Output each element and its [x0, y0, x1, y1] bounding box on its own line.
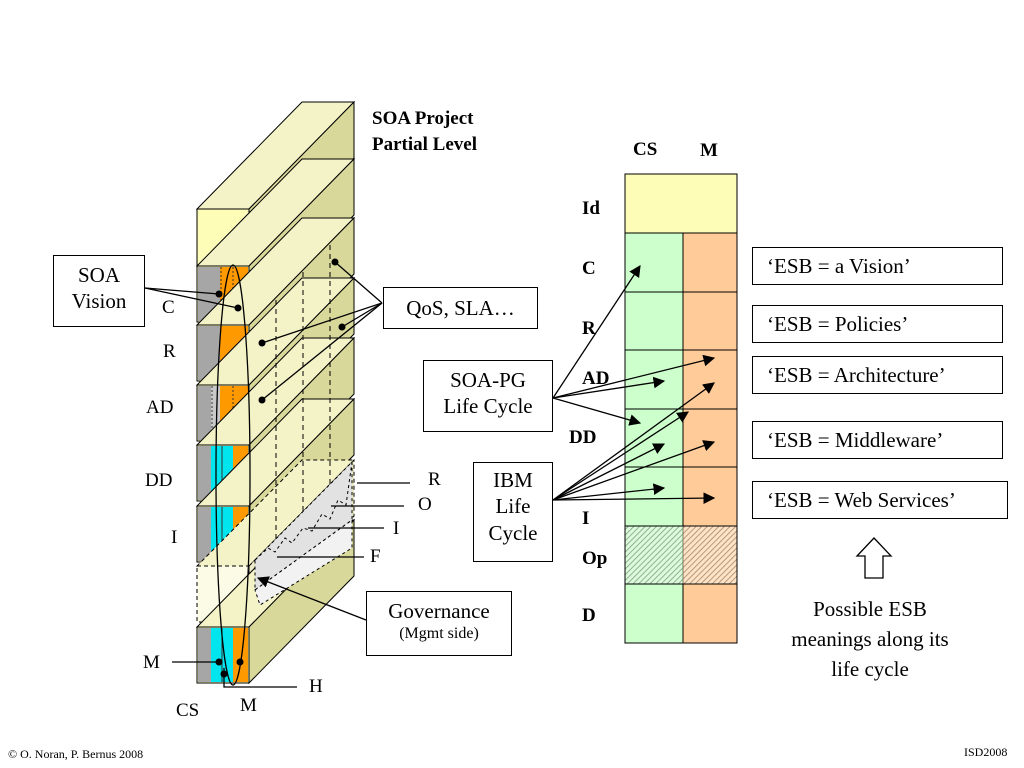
- left-phase-ad: AD: [146, 397, 174, 418]
- esb-web-services-box: ‘ESB = Web Services’: [752, 481, 1008, 519]
- axis-h-label: H: [309, 676, 323, 697]
- footer-conference: ISD2008: [964, 745, 1008, 759]
- axis-m-label: M: [143, 652, 160, 673]
- grid-header-cs: CS: [633, 139, 658, 160]
- left-phase-c: C: [162, 297, 175, 318]
- grid-m-column: [682, 232, 738, 527]
- footer-copyright: © O. Noran, P. Bernus 2008: [8, 747, 144, 761]
- up-arrow-icon: [855, 537, 893, 579]
- grid-row-c: C: [582, 258, 596, 279]
- possible-esb-line2: meanings along its: [791, 627, 949, 651]
- ibm-line3: Cycle: [488, 520, 538, 545]
- grid-cs-column: [624, 232, 684, 527]
- soa-pg-line1: SOA-PG: [450, 368, 526, 392]
- title-line2: Partial Level: [372, 134, 477, 155]
- vision-ellipse: [215, 264, 251, 686]
- title-line1: SOA Project: [372, 108, 474, 129]
- grid-row-d: D: [582, 605, 596, 626]
- soa-vision-line2: Vision: [71, 289, 127, 314]
- axis-cs-label: CS: [176, 700, 200, 721]
- layer-stack: [195, 100, 356, 686]
- lifecycle-arrows: [552, 265, 716, 504]
- grid-d-cs: [624, 583, 684, 644]
- governance-protrusion: [254, 460, 353, 606]
- grid-row-i: I: [582, 508, 590, 529]
- esb-policies-box: ‘ESB = Policies’: [752, 305, 1003, 343]
- left-phase-dd: DD: [145, 470, 173, 491]
- governance-line1: Governance: [388, 599, 490, 623]
- possible-esb-line1: Possible ESB: [813, 597, 927, 621]
- governance-line2: (Mgmt side): [399, 625, 479, 643]
- left-phase-i: I: [171, 527, 178, 548]
- grid-header-m: M: [700, 140, 718, 161]
- left-phase-r: R: [163, 341, 176, 362]
- protrusion-i: I: [393, 518, 400, 539]
- qos-sla-callout: QoS, SLA…: [383, 287, 538, 329]
- soa-pg-callout: SOA-PG Life Cycle: [423, 360, 553, 432]
- governance-callout: Governance (Mgmt side): [366, 591, 512, 656]
- side-dashed-lines: [275, 245, 331, 540]
- grid-id-row: [624, 173, 738, 234]
- soa-vision-callout: SOA Vision: [53, 255, 145, 327]
- connector-dots: [215, 258, 346, 678]
- grid-row-ad: AD: [582, 368, 610, 389]
- grid-d-m: [682, 583, 738, 644]
- grid-row-dd: DD: [569, 427, 597, 448]
- protrusion-f: F: [370, 546, 381, 567]
- ibm-callout: IBM Life Cycle: [473, 462, 553, 562]
- grid-row-r: R: [582, 318, 596, 339]
- protrusion-o: O: [418, 494, 432, 515]
- esb-middleware-box: ‘ESB = Middleware’: [752, 421, 1003, 459]
- ibm-line1: IBM: [493, 468, 533, 492]
- lifecycle-grid: [624, 173, 738, 644]
- esb-vision-box: ‘ESB = a Vision’: [752, 247, 1003, 285]
- grid-row-id: Id: [582, 198, 600, 219]
- soa-pg-line2: Life Cycle: [443, 394, 533, 419]
- esb-architecture-box: ‘ESB = Architecture’: [752, 356, 1003, 394]
- title: SOA Project Partial Level: [372, 106, 477, 158]
- protrusion-r: R: [428, 469, 441, 490]
- soa-vision-line1: SOA: [77, 263, 120, 287]
- possible-esb-caption: Possible ESB meanings along its life cyc…: [770, 594, 970, 684]
- possible-esb-line3: life cycle: [831, 657, 909, 681]
- grid-row-op: Op: [582, 548, 608, 569]
- ibm-line2: Life: [495, 494, 531, 519]
- axis-m-bottom-label: M: [240, 695, 257, 716]
